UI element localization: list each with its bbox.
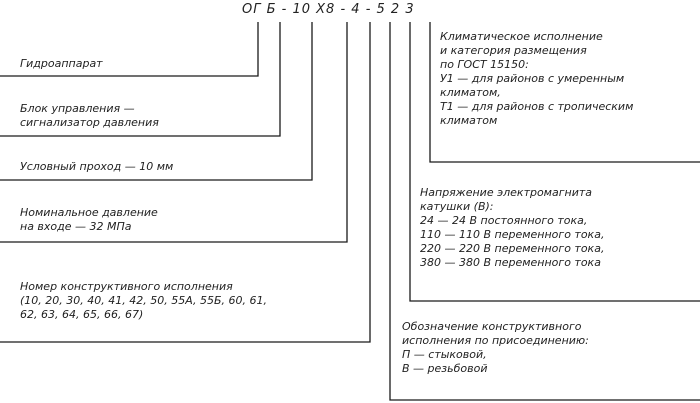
label-control-block: Блок управления — сигнализатор давления (20, 102, 159, 129)
product-designation-code: ОГ Б - 10 X8 - 4 - 5 2 3 (242, 2, 415, 17)
connector-line (0, 22, 371, 343)
connector-line (0, 22, 281, 137)
connector-line (429, 22, 700, 163)
connector-line (0, 22, 259, 77)
label-climate-version: Климатическое исполнение и категория раз… (440, 30, 634, 127)
label-nominal-pressure: Номинальное давление на входе — 32 МПа (20, 206, 158, 233)
label-hydraulic-device: Гидроаппарат (20, 57, 103, 70)
connector-line (0, 22, 348, 243)
label-design-version: Номер конструктивного исполнения (10, 20… (20, 280, 267, 321)
connector-line (409, 22, 700, 302)
label-nominal-bore: Условный проход — 10 мм (20, 160, 174, 173)
connector-line (0, 22, 313, 181)
label-connection-type: Обозначение конструктивного исполнения п… (402, 320, 589, 375)
connector-line (389, 22, 700, 401)
label-coil-voltage: Напряжение электромагнита катушки (В): 2… (420, 186, 605, 269)
